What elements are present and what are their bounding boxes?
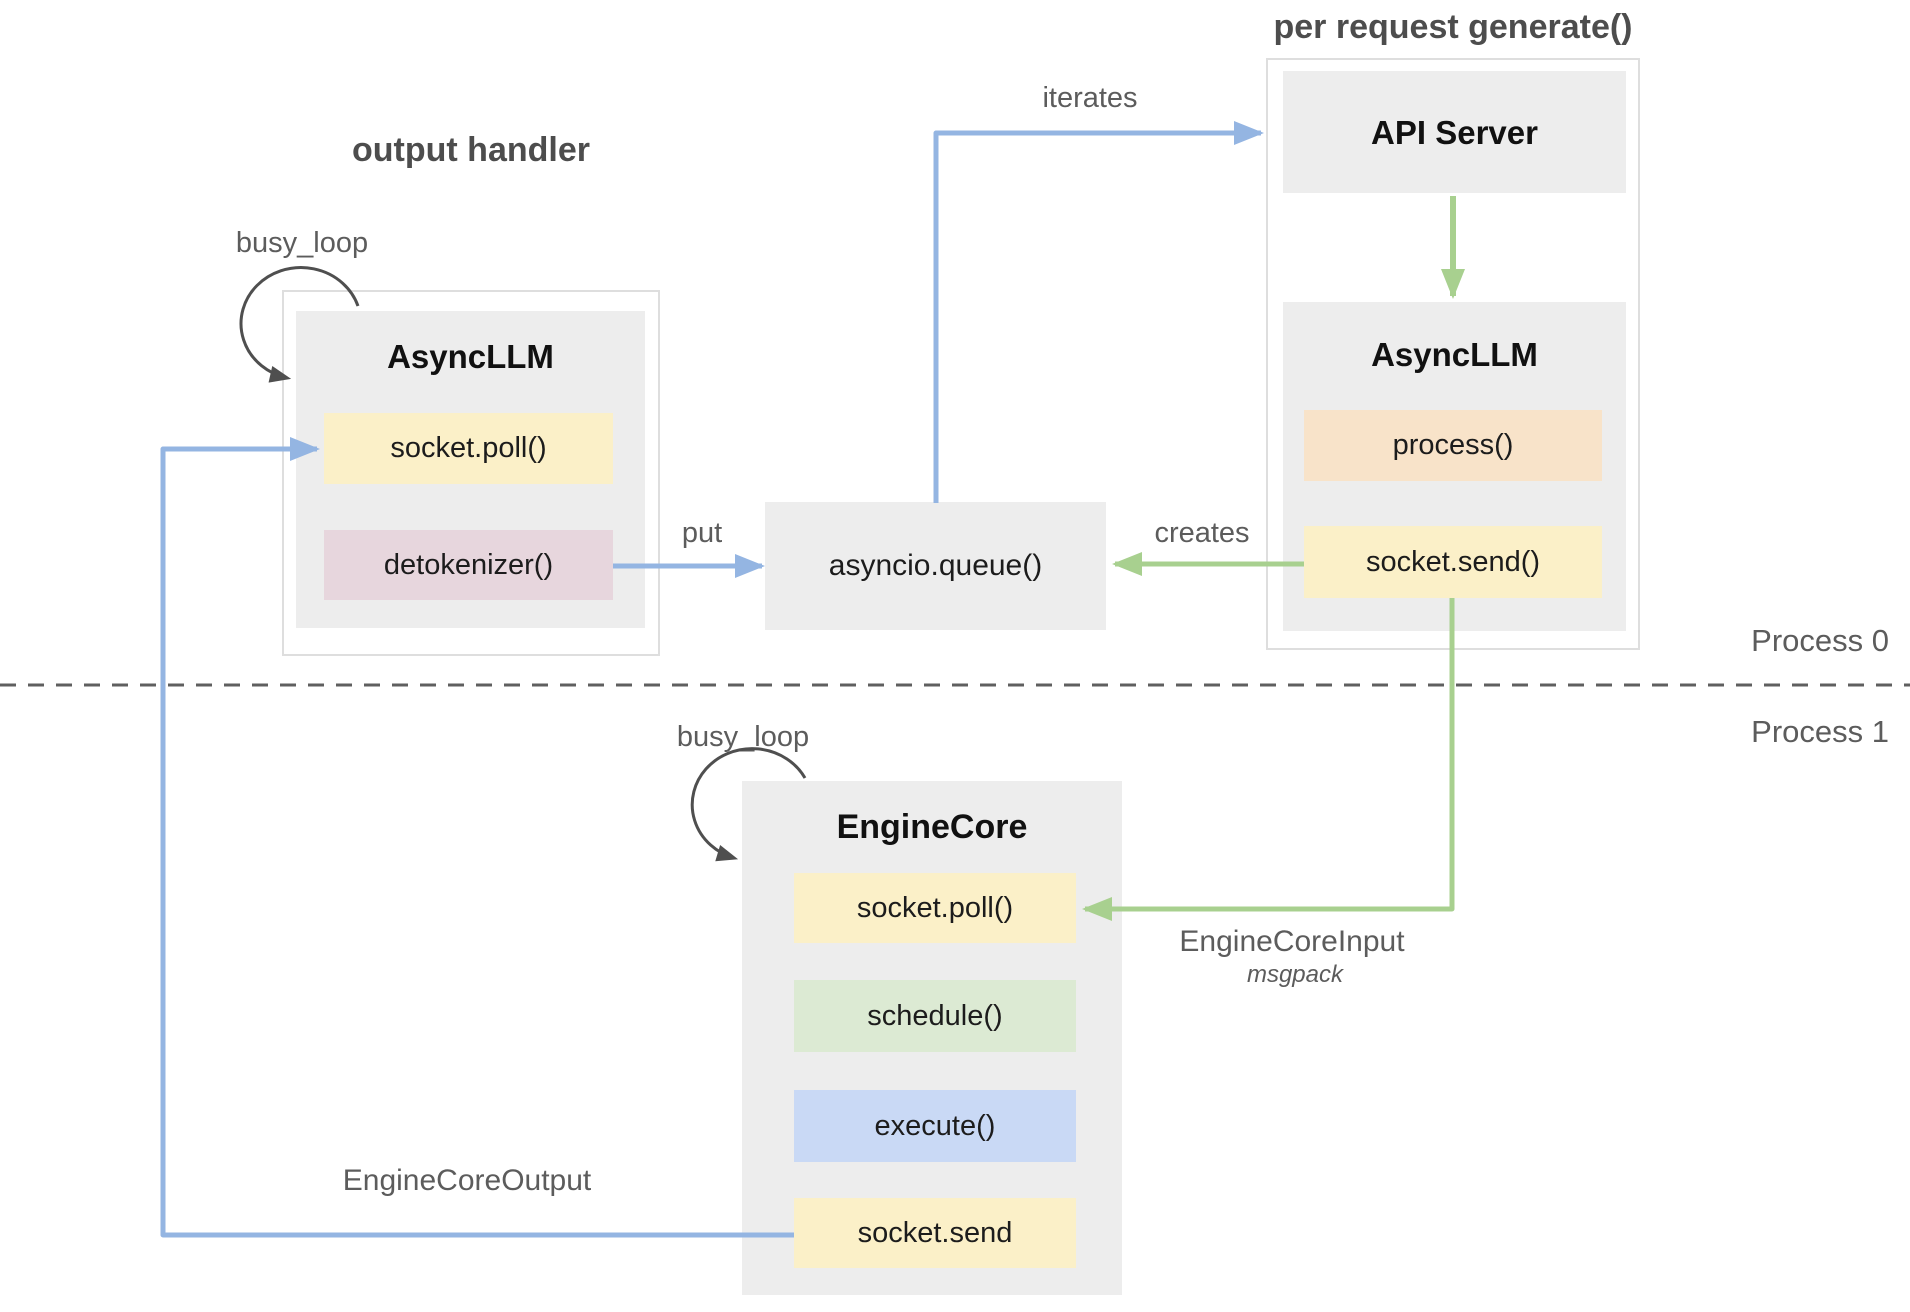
process-chip: process() [1304, 410, 1602, 481]
iterates-arrow [933, 121, 1264, 503]
creates-label: creates [1154, 517, 1250, 549]
api-server-title: API Server [1371, 114, 1538, 151]
per-request-generate-title: per request generate() [1273, 8, 1633, 46]
engine-core-output-label: EngineCoreOutput [342, 1164, 592, 1197]
asyncio-queue-node [765, 502, 1106, 630]
engine-core-title: EngineCore [836, 808, 1028, 846]
left-socket-poll-chip: socket.poll() [324, 413, 613, 484]
right-socket-send-chip: socket.send() [1304, 526, 1602, 598]
asyncio-queue-label: asyncio.queue() [828, 549, 1043, 582]
busy-loop-label-bottom: busy_loop [676, 721, 810, 753]
engine-socket-send-chip: socket.send [794, 1198, 1076, 1268]
detokenizer-chip: detokenizer() [324, 530, 613, 600]
left-asyncllm-title: AsyncLLM [387, 338, 554, 375]
output-handler-title: output handler [352, 131, 590, 169]
engine-socket-poll-chip: socket.poll() [794, 873, 1076, 943]
process0-label: Process 0 [1751, 623, 1889, 658]
api-server-node [1283, 71, 1626, 193]
execute-chip: execute() [794, 1090, 1076, 1162]
schedule-chip: schedule() [794, 980, 1076, 1052]
right-asyncllm-title: AsyncLLM [1371, 336, 1538, 373]
busy-loop-label-top: busy_loop [235, 227, 369, 259]
iterates-label: iterates [1042, 82, 1138, 114]
msgpack-label: msgpack [1246, 961, 1344, 988]
process1-label: Process 1 [1751, 714, 1889, 749]
put-label: put [681, 517, 723, 549]
engine-core-input-label: EngineCoreInput [1179, 925, 1405, 958]
